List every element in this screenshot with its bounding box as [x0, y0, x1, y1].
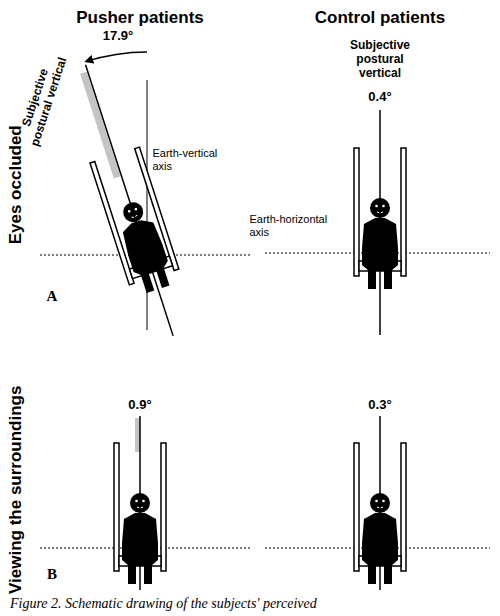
pusher-occluded: [40, 52, 250, 344]
axis-label: Subjective postural vertical: [13, 46, 72, 154]
panel-letter: B: [47, 566, 57, 583]
angle-value: 0.4°: [368, 90, 391, 105]
panel-letter: A: [47, 288, 58, 305]
angle-arrow: [86, 52, 147, 62]
pusher-viewing: [40, 416, 250, 590]
axis-label: Earth-horizontal axis: [250, 213, 335, 238]
control-viewing: [265, 416, 490, 590]
column-heading: Control patients: [315, 8, 445, 28]
column-heading: Pusher patients: [76, 8, 204, 28]
row-heading: Eyes occluded: [6, 125, 26, 244]
axis-label: Earth-vertical axis: [153, 147, 228, 172]
angle-value: 0.3°: [368, 398, 391, 413]
row-heading: Viewing the surroundings: [6, 386, 26, 594]
tilted-patient: [61, 57, 198, 344]
figure-caption: Figure 2. Schematic drawing of the subje…: [10, 596, 317, 612]
subjective-vertical-line: [86, 65, 174, 336]
angle-value: 17.9°: [103, 29, 134, 44]
axis-label: Subjective postural vertical: [340, 39, 420, 80]
angle-value: 0.9°: [128, 398, 151, 413]
